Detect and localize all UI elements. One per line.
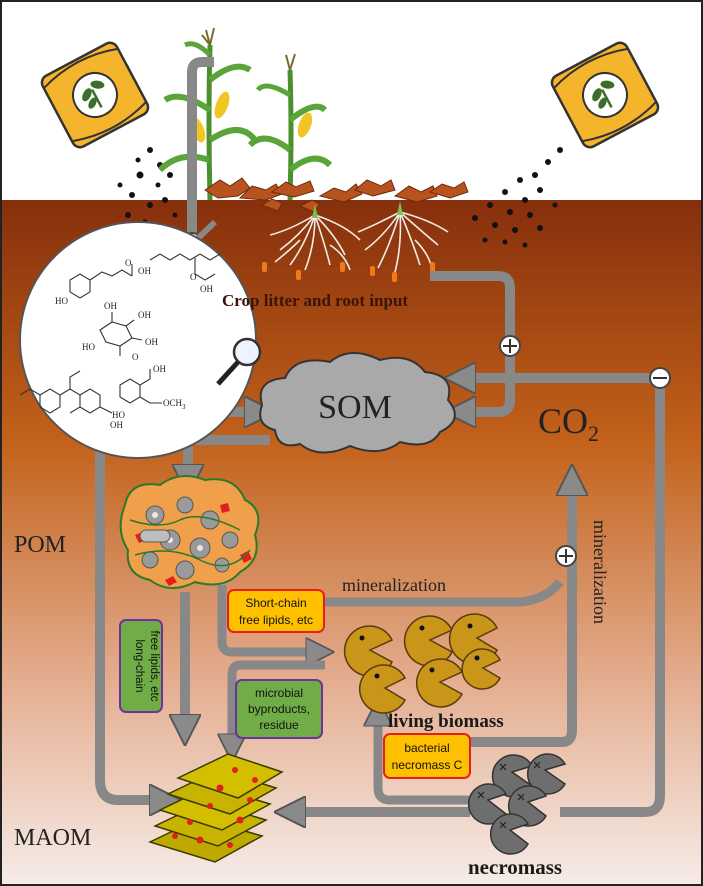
mol-o-3: O bbox=[132, 352, 139, 362]
bacterial-line-1: bacterial bbox=[404, 741, 449, 755]
co2-main: CO bbox=[538, 401, 588, 441]
biomass-to-maom-arrow bbox=[232, 660, 325, 748]
mol-och3-main: OCH bbox=[163, 398, 183, 408]
mineralization-vertical-label: mineralization bbox=[590, 520, 610, 624]
som-label: SOM bbox=[318, 389, 392, 426]
maom-label: MAOM bbox=[14, 825, 91, 851]
short-chain-line-1: Short-chain bbox=[245, 596, 306, 610]
mol-ho-2: HO bbox=[82, 342, 95, 352]
long-chain-line-2: free lipids, etc bbox=[148, 631, 160, 702]
long-chain-box: long-chain free lipids, etc bbox=[119, 619, 163, 713]
pom-to-co2-arrow bbox=[300, 578, 564, 607]
flow-arrows bbox=[95, 57, 665, 812]
living-biomass-label: living biomass bbox=[388, 711, 504, 732]
microbial-byproducts-box: microbial byproducts, residue bbox=[235, 679, 323, 739]
mol-oh-1: OH bbox=[138, 266, 151, 276]
som-cloud-icon bbox=[259, 352, 456, 454]
mol-oh-4: OH bbox=[138, 310, 151, 320]
mol-oh-3: OH bbox=[104, 301, 117, 311]
mineralization-horizontal-label: mineralization bbox=[342, 575, 446, 595]
crop-litter-icon bbox=[204, 177, 469, 213]
mol-ho-3: HO bbox=[112, 410, 125, 420]
molecule-circle bbox=[19, 221, 257, 459]
mol-oh-6: OH bbox=[153, 364, 166, 374]
co2-sub: 2 bbox=[588, 421, 599, 446]
short-chain-box: Short-chain free lipids, etc bbox=[227, 589, 325, 633]
co2-label: CO2 bbox=[538, 401, 599, 446]
molecule-structures bbox=[19, 253, 221, 414]
root-seedling-icon bbox=[312, 201, 403, 218]
living-biomass-eyes bbox=[359, 623, 480, 679]
mol-o-1: O bbox=[125, 258, 132, 268]
minus-sign-necromass-icon bbox=[649, 367, 671, 389]
mol-och3: OCH3 bbox=[163, 398, 186, 411]
mol-oh-2: OH bbox=[200, 284, 213, 294]
pom-label: POM bbox=[14, 532, 66, 558]
mol-och3-sub: 3 bbox=[182, 403, 186, 411]
microbial-line-1: microbial bbox=[255, 686, 303, 700]
plus-sign-crop-icon bbox=[499, 335, 521, 357]
pom-to-biomass-arrow bbox=[217, 585, 320, 652]
pom-aggregate-icon bbox=[119, 475, 260, 589]
plant-roots-icon bbox=[269, 211, 449, 273]
short-chain-line-2: free lipids, etc bbox=[239, 613, 313, 627]
mol-oh-7: OH bbox=[110, 420, 123, 430]
mol-o-2: O bbox=[190, 272, 197, 282]
mol-ho-1: HO bbox=[55, 296, 68, 306]
mol-oh-5: OH bbox=[145, 337, 158, 347]
plant-input-arrow bbox=[187, 57, 214, 200]
plus-sign-mineralization-icon bbox=[555, 545, 577, 567]
microbial-line-2: byproducts, bbox=[248, 702, 310, 716]
maize-plant-1-icon bbox=[157, 27, 258, 201]
necromass-cross-marks bbox=[477, 761, 541, 829]
necromass-to-biomass-arrow bbox=[378, 712, 470, 805]
biomass-to-co2-arrow bbox=[470, 480, 572, 747]
root-exudate-icon bbox=[262, 262, 435, 282]
magnifier-icon bbox=[216, 337, 262, 386]
maom-mineral-icon bbox=[147, 753, 284, 863]
bacterial-necromass-box: bacterial necromass C bbox=[383, 733, 471, 779]
living-biomass-icon bbox=[343, 613, 502, 714]
necromass-label: necromass bbox=[468, 855, 562, 879]
fertilizer-bag-right-icon bbox=[550, 41, 660, 149]
microbial-line-3: residue bbox=[259, 718, 299, 732]
maom-red-spots bbox=[172, 767, 258, 848]
molecule-text-labels: OH O HO OH O OH OH OH HO O OH OCH3 HO OH bbox=[55, 258, 213, 430]
long-chain-line-1: long-chain bbox=[133, 639, 145, 692]
crop-input-label: Crop litter and root input bbox=[222, 291, 408, 310]
bacterial-line-2: necromass C bbox=[392, 758, 463, 772]
fertilizer-granules-right bbox=[472, 147, 563, 248]
fertilizer-bag-left-icon bbox=[40, 41, 150, 149]
